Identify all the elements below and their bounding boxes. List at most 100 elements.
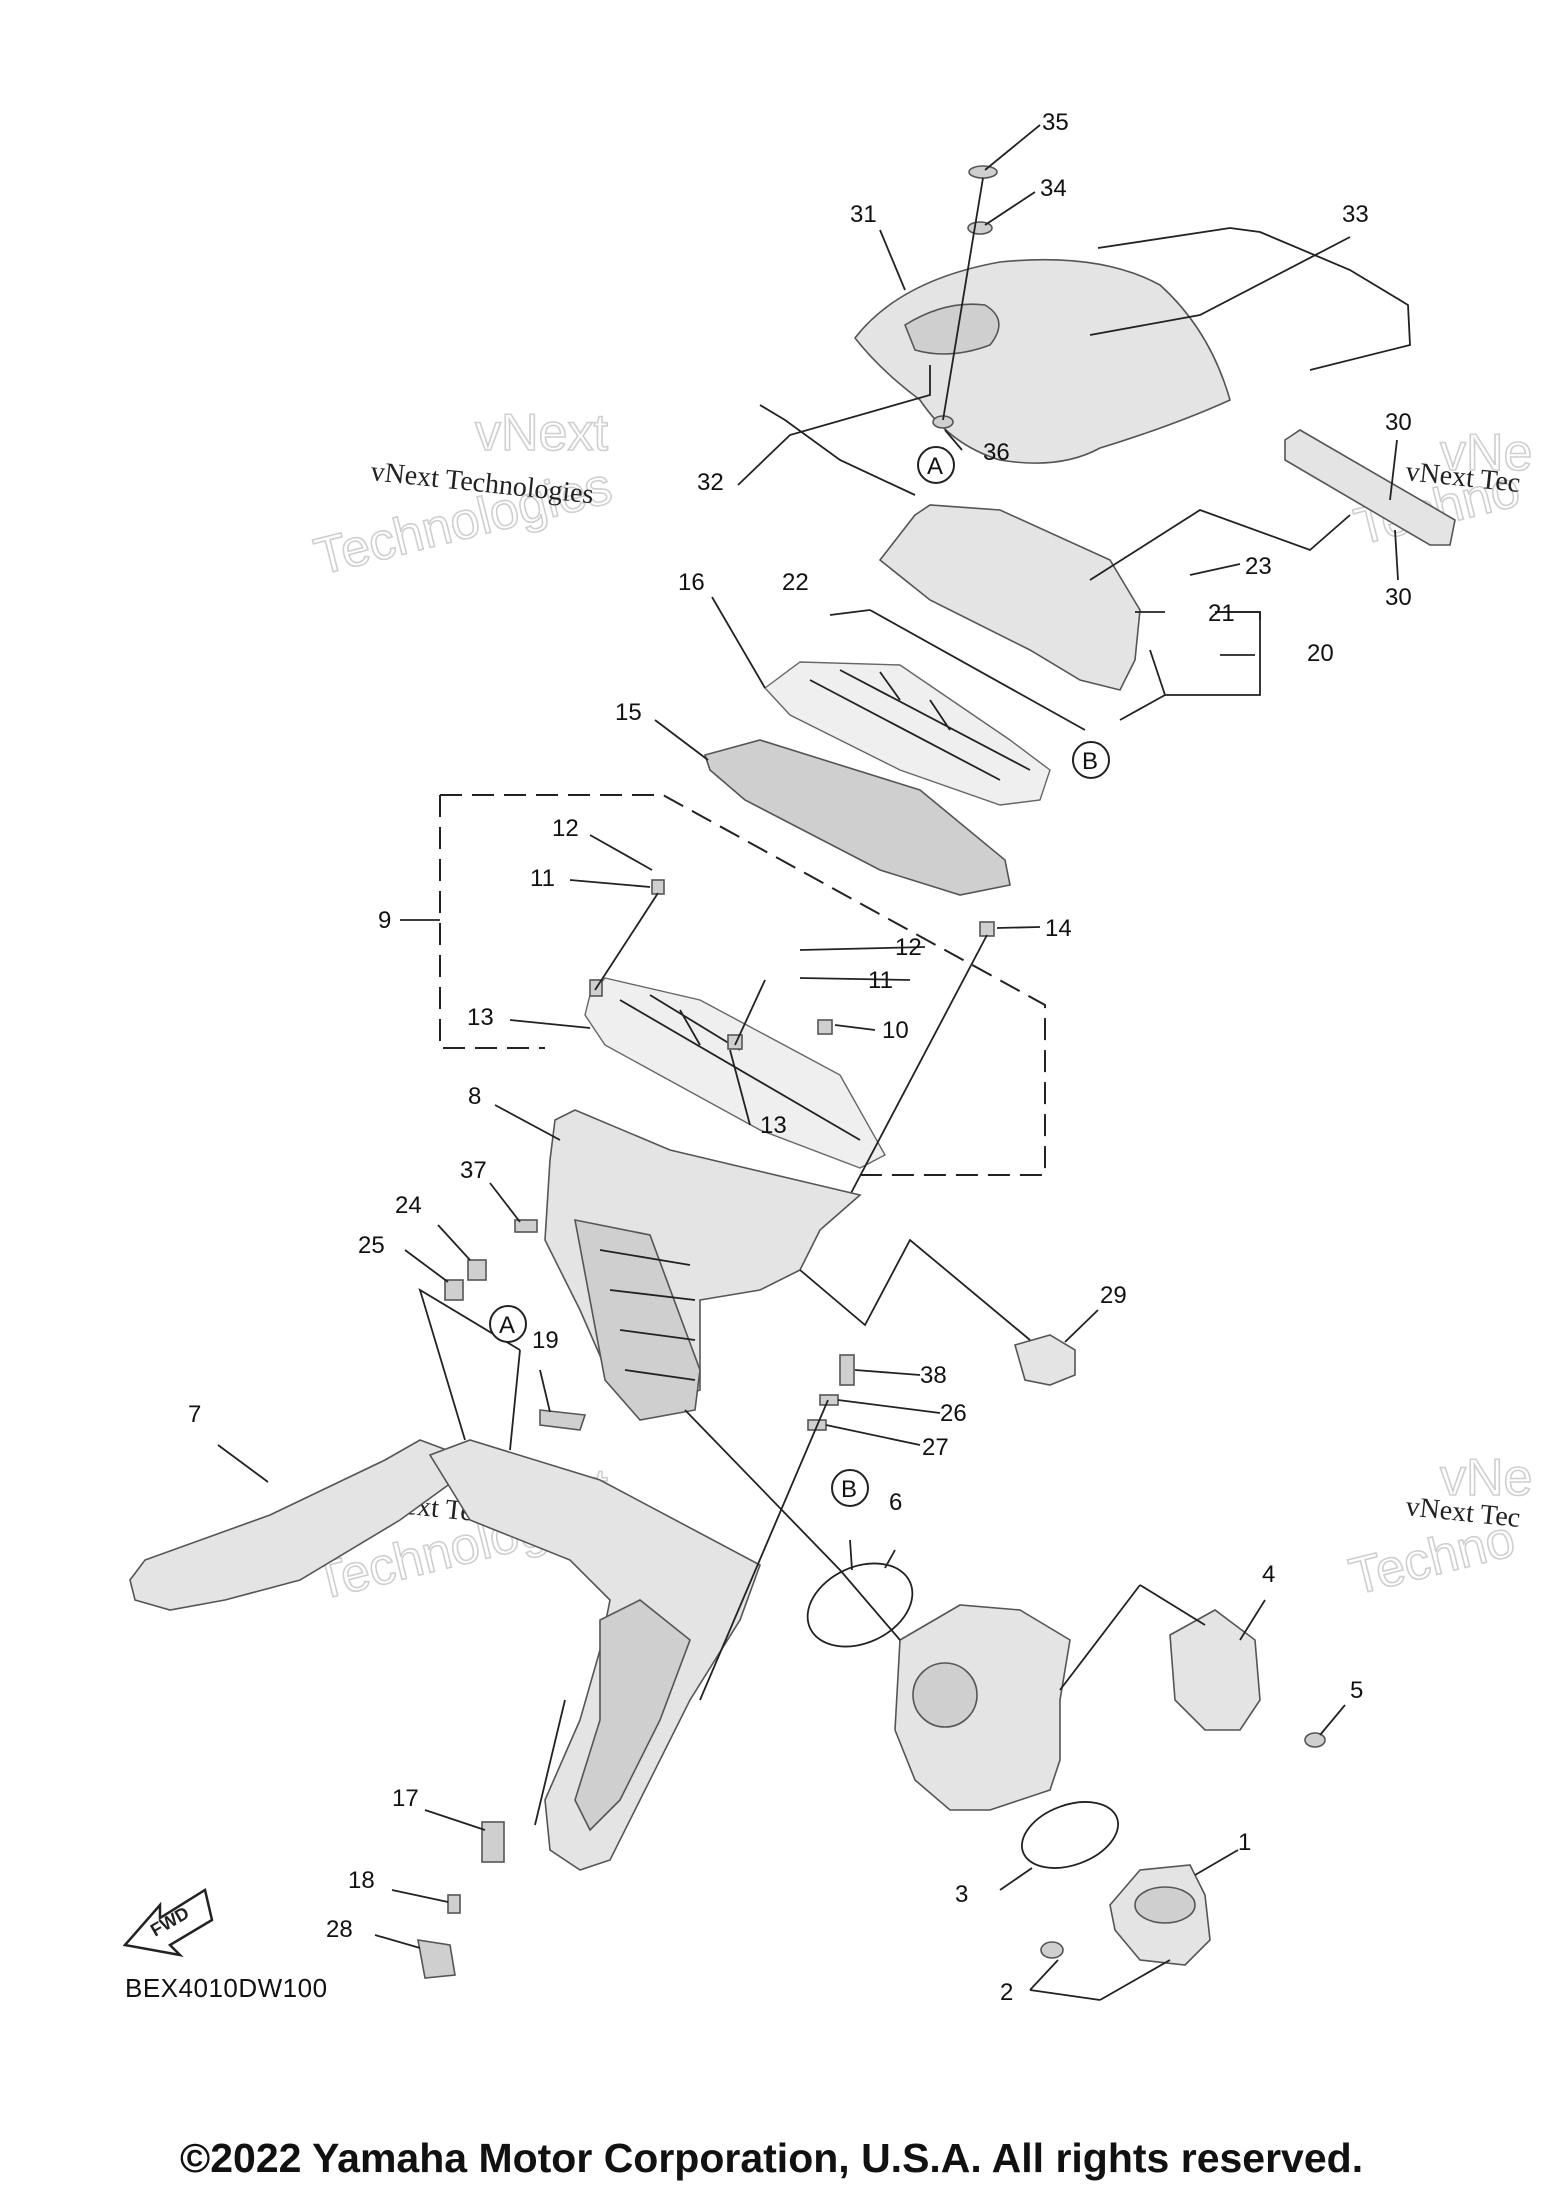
axis-11a: [594, 892, 659, 991]
part-clamp-3: [1021, 1801, 1119, 1869]
callout-14: 14: [1045, 915, 1072, 942]
callout-25: 25: [358, 1232, 385, 1259]
part-intake-channel: [574, 1599, 691, 1832]
part-clip-24: [467, 1259, 487, 1281]
callout-16: 16: [678, 569, 705, 596]
watermark-right-big1-2: vNe: [1440, 1449, 1532, 1507]
part-filter-15: [703, 739, 1011, 896]
callout-12-upper: 12: [552, 815, 579, 842]
part-top-cover-recess: [904, 303, 1000, 355]
callout-15: 15: [615, 699, 642, 726]
watermark-big-vnext: vNext: [475, 404, 608, 462]
fwd-arrow: FWD: [122, 1888, 214, 1957]
marker-a-mid-circle: [489, 1305, 527, 1343]
callout-labels: 35 34 31 33 32 36 30 30 23 21 20 22 16 1…: [188, 109, 1412, 2006]
watermark-right: vNe Techno vNext Tec vNe Techno vNext Te…: [1343, 423, 1533, 1607]
part-throttle-body: [894, 1604, 1071, 1811]
part-washer-26: [819, 1394, 839, 1406]
callout-6: 6: [889, 1489, 902, 1516]
callout-13-lower: 13: [760, 1112, 787, 1139]
callout-33: 33: [1342, 201, 1369, 228]
part-airbox-funnel: [573, 1218, 701, 1421]
callout-11-lower: 11: [868, 967, 893, 994]
part-clamp-6: [806, 1562, 914, 1648]
callout-29: 29: [1100, 1282, 1127, 1309]
reference-markers: A B A B: [489, 446, 1110, 1507]
diagram-code: BEX4010DW100: [125, 1973, 328, 2003]
part-grommet-13b: [727, 1034, 743, 1050]
part-panel-20: [878, 504, 1141, 691]
marker-b-top: B: [1082, 748, 1098, 775]
callout-22: 22: [782, 569, 809, 596]
callout-21: 21: [1208, 600, 1235, 627]
callout-36: 36: [983, 439, 1010, 466]
part-bolt-38: [839, 1354, 855, 1386]
callout-17: 17: [392, 1785, 419, 1812]
callout-9: 9: [378, 907, 391, 934]
callout-12-lower: 12: [895, 934, 922, 961]
callout-20: 20: [1307, 640, 1334, 667]
part-collar-10: [817, 1019, 833, 1035]
callout-3: 3: [955, 1881, 968, 1908]
part-seal-strip: [1284, 429, 1456, 546]
part-nut-11a: [651, 879, 665, 895]
part-screw-2: [1040, 1941, 1064, 1959]
part-nut-28: [417, 1939, 456, 1979]
part-screw-37: [514, 1219, 538, 1233]
part-intake-body: [428, 1439, 761, 1871]
axis-11b: [734, 979, 766, 1046]
callout-30-lower: 30: [1385, 584, 1412, 611]
bolt-axis-14: [849, 934, 988, 1196]
group-box-9: [439, 794, 1046, 1176]
part-sensor-cover-4: [1169, 1609, 1261, 1731]
part-trim-strip: [1097, 227, 1411, 371]
part-screw-35: [968, 165, 998, 179]
callout-24: 24: [395, 1192, 422, 1219]
marker-a-top: A: [927, 453, 943, 480]
callout-1: 1: [1238, 1829, 1251, 1856]
callout-11-upper: 11: [530, 865, 555, 892]
callout-5: 5: [1350, 1677, 1363, 1704]
callout-19: 19: [532, 1327, 559, 1354]
callout-30-upper: 30: [1385, 409, 1412, 436]
part-collar-17: [481, 1821, 505, 1863]
part-joint-opening: [1134, 1886, 1196, 1924]
callout-23: 23: [1245, 553, 1272, 580]
leader-lines: [217, 124, 1399, 2001]
callout-31: 31: [850, 201, 877, 228]
part-cable-32: [759, 404, 916, 496]
callout-7: 7: [188, 1401, 201, 1428]
part-rod-22: [869, 609, 1086, 731]
part-lid-ribs: [619, 994, 861, 1141]
callout-8: 8: [468, 1083, 481, 1110]
watermark-right-big1: vNe: [1440, 424, 1532, 482]
callout-2: 2: [1000, 1979, 1013, 2006]
copyright-notice: ©2022 Yamaha Motor Corporation, U.S.A. A…: [180, 2135, 1363, 2181]
callout-32: 32: [697, 469, 724, 496]
part-top-cover: [853, 258, 1231, 464]
callout-28: 28: [326, 1916, 353, 1943]
marker-b-mid: B: [841, 1476, 857, 1503]
marker-a-top-circle: [917, 446, 955, 484]
part-clip-25: [444, 1279, 464, 1301]
part-screw-5: [1304, 1732, 1326, 1748]
part-bolt-18: [447, 1894, 461, 1914]
callout-35: 35: [1042, 109, 1069, 136]
part-bracket-19: [539, 1409, 587, 1431]
fastener-axis-top: [942, 177, 984, 421]
axis-26-27: [699, 1399, 829, 1701]
callout-13-upper: 13: [467, 1004, 494, 1031]
part-filter-cage-ribs: [809, 669, 1031, 781]
marker-b-mid-circle: [831, 1469, 869, 1507]
part-funnel-ribs: [599, 1249, 696, 1381]
marker-a-mid: A: [499, 1312, 515, 1339]
callout-4: 4: [1262, 1561, 1275, 1588]
callout-18: 18: [348, 1867, 375, 1894]
part-airbox-lid: [584, 977, 886, 1169]
watermark-top-left: vNext Technologies vNext Technologies: [308, 403, 618, 587]
callout-38: 38: [920, 1362, 947, 1389]
part-drain-29: [1014, 1334, 1076, 1386]
fwd-arrow-icon: [122, 1888, 214, 1957]
marker-b-top-circle: [1072, 741, 1110, 779]
